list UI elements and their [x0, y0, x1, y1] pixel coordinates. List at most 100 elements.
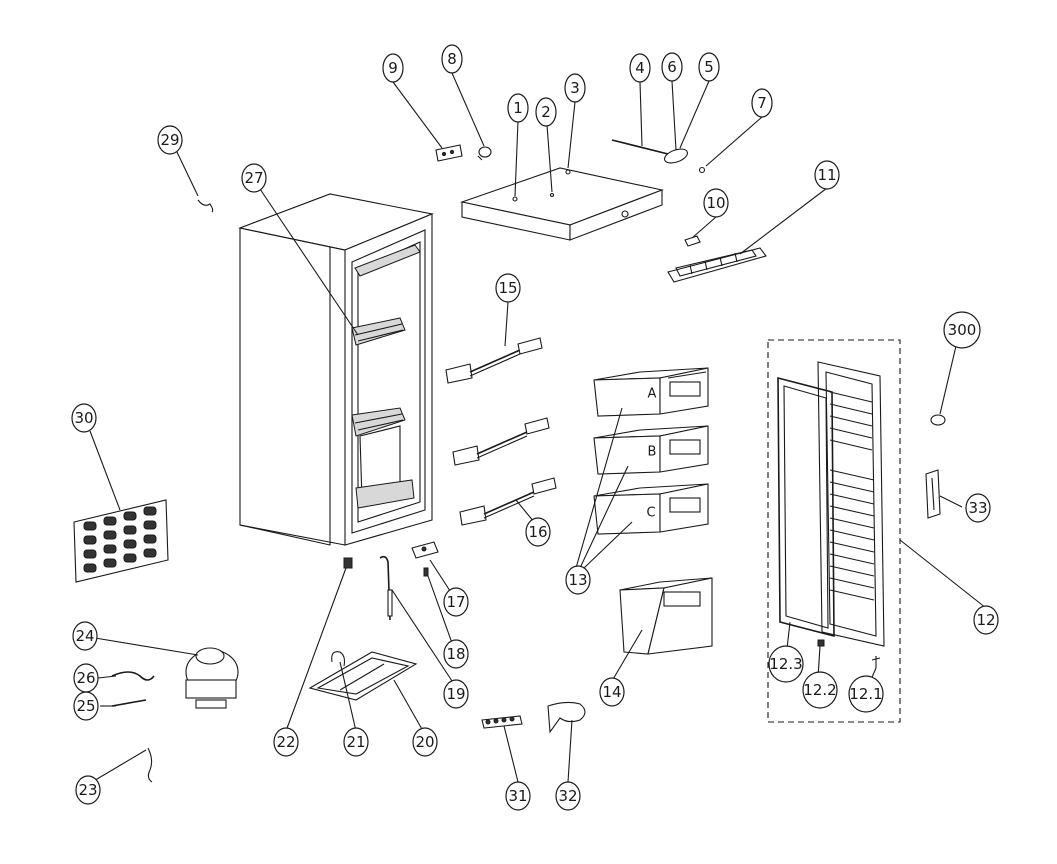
part-20-tray: [308, 651, 418, 701]
part-24-compressor: [185, 647, 239, 709]
part-4-rod: [611, 139, 673, 156]
svg-text:25: 25: [76, 697, 95, 715]
svg-text:27: 27: [244, 169, 263, 187]
part-31-strip: [481, 715, 523, 729]
part-7-screw: [698, 166, 706, 174]
part-22-block: [343, 557, 353, 569]
callout-3: 3: [564, 73, 586, 103]
svg-text:300: 300: [948, 321, 977, 339]
svg-text:3: 3: [570, 79, 580, 97]
callout-16: 16: [525, 517, 551, 547]
callout-26: 26: [73, 663, 99, 693]
part-12-1-screw: [871, 656, 881, 668]
part-17-thermostat: [411, 541, 439, 559]
part-11-hinge-tray: [667, 247, 767, 283]
svg-text:20: 20: [415, 733, 434, 751]
svg-text:26: 26: [76, 669, 95, 687]
callout-25: 25: [73, 691, 99, 721]
callout-6: 6: [661, 52, 683, 82]
svg-text:29: 29: [160, 131, 179, 149]
svg-text:19: 19: [446, 685, 465, 703]
svg-text:2: 2: [541, 103, 551, 121]
cabinet-body: [238, 193, 434, 546]
drawer-14-bin: [619, 577, 713, 655]
part-33-handle: [925, 469, 941, 519]
callout-33: 33: [965, 493, 991, 523]
callout-29: 29: [157, 125, 183, 155]
callout-5: 5: [698, 52, 720, 82]
svg-text:6: 6: [667, 58, 677, 76]
svg-text:18: 18: [446, 645, 465, 663]
callout-19: 19: [443, 679, 469, 709]
svg-text:12.1: 12.1: [849, 685, 882, 703]
callout-15: 15: [495, 273, 521, 303]
callout-8: 8: [441, 44, 463, 74]
cabinet-shelves: [351, 244, 421, 509]
callout-1: 1: [507, 93, 529, 123]
svg-text:15: 15: [498, 279, 517, 297]
callout-27: 27: [241, 163, 267, 193]
callout-21: 21: [343, 727, 369, 757]
svg-text:23: 23: [78, 781, 97, 799]
wire-shelf-middle: [452, 417, 550, 466]
svg-text:21: 21: [346, 733, 365, 751]
callout-17: 17: [443, 587, 469, 617]
svg-text:1: 1: [513, 99, 523, 117]
callout-12-3: 12.3: [768, 645, 804, 683]
part-300-cap: [930, 414, 946, 426]
svg-text:32: 32: [558, 787, 577, 805]
svg-text:11: 11: [817, 166, 836, 184]
svg-text:30: 30: [74, 409, 93, 427]
callout-32: 32: [555, 781, 581, 811]
drawer-b-letter: B: [648, 445, 657, 460]
part-26-pipe: [111, 671, 155, 681]
part-29-wire: [197, 199, 214, 213]
door-gasket: [777, 376, 835, 638]
svg-text:33: 33: [968, 499, 987, 517]
part-6-lamp-cover: [663, 148, 689, 164]
callout-11: 11: [814, 160, 840, 190]
svg-text:31: 31: [508, 787, 527, 805]
callout-300: 300: [943, 311, 981, 349]
part-9-plate: [435, 144, 463, 162]
callout-13: 13: [565, 565, 591, 595]
callout-12-1: 12.1: [848, 675, 884, 713]
part-19-probe: [379, 555, 393, 621]
svg-text:17: 17: [446, 593, 465, 611]
svg-text:24: 24: [75, 627, 94, 645]
callout-18: 18: [443, 639, 469, 669]
callout-30: 30: [71, 403, 97, 433]
part-32-scraper: [547, 701, 586, 734]
svg-text:12.2: 12.2: [803, 681, 836, 699]
svg-text:9: 9: [388, 59, 398, 77]
callout-20: 20: [412, 727, 438, 757]
part-8-knob: [477, 146, 492, 161]
part-25-pipe: [111, 699, 147, 707]
callout-7: 7: [751, 88, 773, 118]
part-21-wire: [331, 651, 346, 667]
callout-12: 12: [973, 605, 999, 635]
svg-text:12: 12: [976, 611, 995, 629]
callout-31: 31: [505, 781, 531, 811]
svg-text:8: 8: [447, 50, 457, 68]
part-30-grille: [73, 499, 169, 583]
part-12-2-plug: [817, 639, 825, 647]
svg-text:13: 13: [568, 571, 587, 589]
callout-22: 22: [273, 727, 299, 757]
svg-text:4: 4: [635, 59, 645, 77]
door-panel: [817, 361, 885, 647]
svg-text:5: 5: [704, 58, 714, 76]
svg-text:16: 16: [528, 523, 547, 541]
wire-shelf-lower: [459, 477, 557, 526]
callout-12-2: 12.2: [802, 671, 838, 709]
svg-text:22: 22: [276, 733, 295, 751]
drawer-a: [593, 367, 709, 417]
drawer-a-letter: A: [648, 387, 657, 402]
part-23-tube: [147, 747, 153, 783]
svg-text:14: 14: [602, 683, 621, 701]
callout-9: 9: [382, 53, 404, 83]
door-assembly-frame: [767, 339, 901, 723]
drawer-c-letter: C: [646, 506, 655, 521]
top-cover: [459, 167, 664, 241]
